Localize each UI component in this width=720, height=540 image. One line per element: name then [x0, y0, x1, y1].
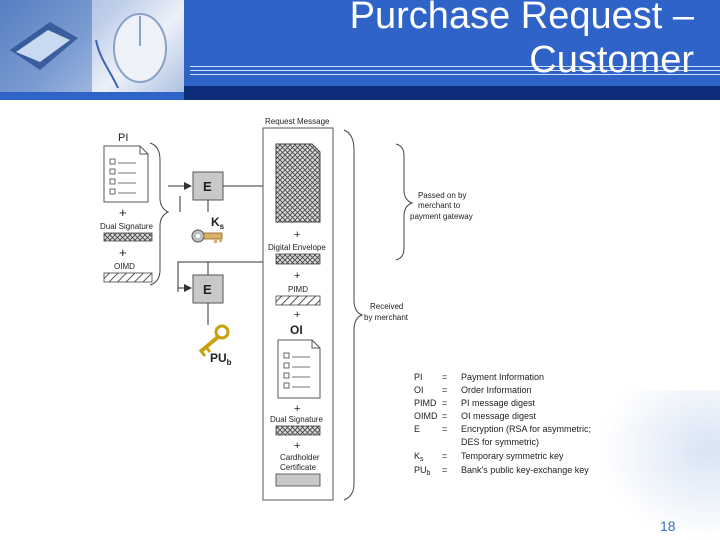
passed-label-1: Passed on by: [418, 191, 466, 200]
header-band: [184, 86, 720, 100]
slide-title: Purchase Request – Customer: [350, 0, 694, 82]
pub-label-main: PU: [210, 351, 227, 365]
pimd-bar: [275, 295, 321, 306]
pimd-label: PIMD: [288, 285, 308, 294]
legend-abbr: E: [414, 424, 420, 434]
computer-mouse-illustration: [0, 0, 184, 92]
legend-abbr: PI: [414, 372, 423, 382]
certificate-bar: [275, 473, 321, 487]
legend-desc: PI message digest: [461, 398, 536, 408]
legend-abbr: OIMD: [414, 411, 438, 421]
legend-abbr-sub: b: [427, 470, 431, 477]
legend: PI = Payment Information OI = Order Info…: [414, 372, 591, 477]
legend-eq: =: [442, 411, 447, 421]
ks-label: Ks: [211, 215, 225, 231]
oi-document-icon: [277, 339, 321, 399]
legend-eq: =: [442, 385, 447, 395]
slide-title-line1: Purchase Request –: [349, 0, 694, 37]
legend-desc: OI message digest: [461, 411, 537, 421]
title-rule: [190, 70, 720, 71]
cardholder-label-1: Cardholder: [280, 453, 320, 462]
pub-label: PUb: [210, 351, 232, 367]
digital-envelope-bar: [275, 253, 321, 265]
page-number: 18: [660, 518, 676, 534]
legend-abbr: PIMD: [414, 398, 437, 408]
dual-signature-label-2: Dual Signature: [270, 415, 323, 424]
legend-desc: Bank's public key-exchange key: [461, 465, 589, 475]
ks-label-main: K: [211, 215, 220, 229]
received-brace: [343, 129, 364, 501]
request-message-title: Request Message: [265, 117, 330, 126]
header: Purchase Request – Customer: [0, 0, 720, 100]
left-brace: [149, 142, 170, 286]
legend-abbr: PUb: [414, 465, 431, 477]
slide-title-line2: Customer: [529, 39, 694, 81]
passed-label-3: payment gateway: [410, 212, 473, 221]
legend-desc: Order Information: [461, 385, 532, 395]
dual-signature-label: Dual Signature: [100, 222, 153, 231]
public-key-icon: [198, 324, 230, 357]
legend-desc: Temporary symmetric key: [461, 451, 564, 461]
digital-envelope-label: Digital Envelope: [268, 243, 326, 252]
plus-sign: +: [119, 245, 127, 260]
plus-sign: +: [294, 270, 300, 282]
legend-eq: =: [442, 372, 447, 382]
oimd-bar: [103, 272, 153, 283]
legend-abbr: OI: [414, 385, 424, 395]
header-photo-computer-mouse: [0, 0, 184, 92]
legend-desc: Payment Information: [461, 372, 544, 382]
dual-signature-bar: [103, 232, 153, 242]
legend-desc: DES for symmetric): [461, 437, 539, 447]
legend-eq: =: [442, 451, 447, 461]
legend-eq: =: [442, 465, 447, 475]
legend-eq: =: [442, 424, 447, 434]
encrypted-pi-document: [275, 143, 321, 223]
ks-label-sub: s: [220, 222, 225, 231]
received-label-1: Received: [370, 302, 403, 311]
encrypt-label-2: E: [203, 282, 212, 297]
legend-eq: =: [442, 398, 447, 408]
pub-label-sub: b: [227, 358, 232, 367]
plus-sign: +: [294, 440, 300, 452]
encrypt-box-1: [192, 171, 224, 201]
plus-sign: +: [294, 309, 300, 321]
pi-label: PI: [118, 132, 128, 144]
legend-abbr-sub: s: [420, 456, 424, 463]
cardholder-label-2: Certificate: [280, 463, 317, 472]
plus-sign: +: [294, 403, 300, 415]
plus-sign: +: [119, 205, 127, 220]
received-label-2: by merchant: [364, 313, 409, 322]
pi-document-icon: [103, 145, 149, 203]
encrypt-label-1: E: [203, 179, 212, 194]
footer-decoration: [600, 390, 720, 540]
session-key-icon: [191, 229, 223, 243]
plus-sign: +: [294, 229, 300, 241]
legend-desc: Encryption (RSA for asymmetric;: [461, 424, 591, 434]
title-rule: [190, 66, 720, 67]
legend-abbr-main: PU: [414, 465, 427, 475]
connector-line: [177, 261, 272, 292]
passed-label-2: merchant to: [418, 201, 461, 210]
dual-signature-bar-2: [275, 425, 321, 436]
oimd-label: OIMD: [114, 262, 135, 271]
passed-brace: [395, 143, 414, 261]
title-rule: [190, 74, 720, 75]
oi-label: OI: [290, 323, 303, 337]
encrypt-box-2: [192, 274, 224, 304]
legend-abbr-main: K: [414, 451, 420, 461]
legend-abbr: Ks: [414, 451, 424, 463]
